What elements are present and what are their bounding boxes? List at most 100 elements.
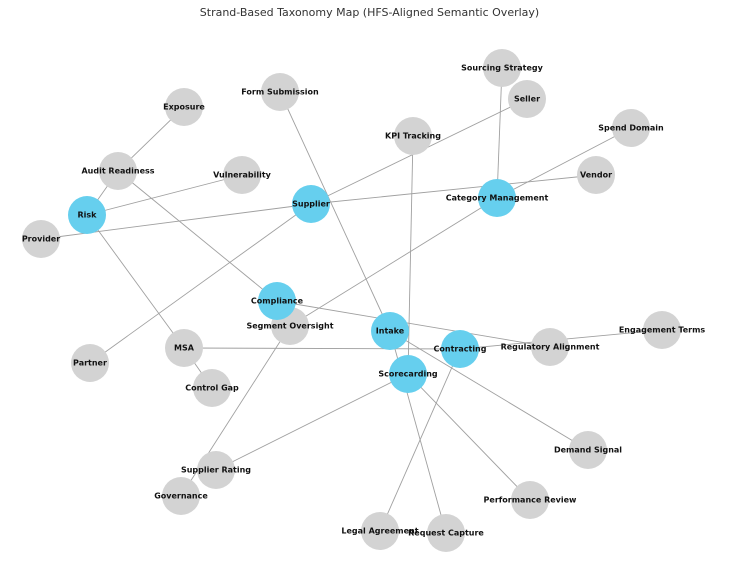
- node-label-provider: Provider: [22, 235, 60, 244]
- edge-form-submission-to-intake: [279, 91, 391, 332]
- node-circle: [165, 329, 203, 367]
- node-label-legal-agreement: Legal Agreement: [341, 527, 418, 536]
- node-demand-signal[interactable]: [569, 431, 607, 469]
- node-circle: [162, 477, 200, 515]
- node-label-spend-domain: Spend Domain: [598, 124, 664, 133]
- node-supplier[interactable]: [292, 185, 330, 223]
- edge-category-management-to-segment-oversight: [289, 197, 498, 327]
- node-performance-review[interactable]: [511, 481, 549, 519]
- node-circle: [427, 514, 465, 552]
- node-control-gap[interactable]: [193, 369, 231, 407]
- node-engagement-terms[interactable]: [643, 311, 681, 349]
- node-label-governance: Governance: [154, 492, 208, 501]
- node-label-sourcing-strategy: Sourcing Strategy: [461, 64, 543, 73]
- node-sourcing-strategy[interactable]: [483, 49, 521, 87]
- edge-supplier-to-partner: [89, 203, 312, 364]
- node-label-control-gap: Control Gap: [185, 384, 239, 393]
- edge-audit-readiness-to-compliance: [117, 170, 278, 302]
- node-label-supplier: Supplier: [292, 200, 330, 209]
- node-label-engagement-terms: Engagement Terms: [619, 326, 706, 335]
- edge-kpi-tracking-to-scorecarding: [407, 135, 414, 375]
- edge-msa-to-contracting: [183, 347, 461, 350]
- node-request-capture[interactable]: [427, 514, 465, 552]
- node-circle: [193, 369, 231, 407]
- node-label-msa: MSA: [174, 344, 195, 353]
- node-label-performance-review: Performance Review: [484, 496, 578, 505]
- node-label-compliance: Compliance: [251, 297, 304, 306]
- node-form-submission[interactable]: [261, 73, 299, 111]
- node-circle: [22, 220, 60, 258]
- node-intake[interactable]: [371, 312, 409, 350]
- node-governance[interactable]: [162, 477, 200, 515]
- node-category-management[interactable]: [478, 179, 516, 217]
- node-circle: [612, 109, 650, 147]
- node-circle: [261, 73, 299, 111]
- node-label-risk: Risk: [78, 211, 98, 220]
- node-label-contracting: Contracting: [434, 345, 487, 354]
- node-vulnerability[interactable]: [223, 156, 261, 194]
- node-circle: [223, 156, 261, 194]
- node-circle: [292, 185, 330, 223]
- edge-supplier-to-vendor: [310, 174, 597, 205]
- node-label-vulnerability: Vulnerability: [213, 171, 272, 180]
- node-circle: [394, 117, 432, 155]
- node-circle: [531, 328, 569, 366]
- node-label-audit-readiness: Audit Readiness: [81, 167, 154, 176]
- edge-scorecarding-to-supplier-rating: [215, 373, 409, 471]
- edge-compliance-to-regulatory-alignment: [276, 300, 551, 348]
- node-spend-domain[interactable]: [612, 109, 650, 147]
- node-exposure[interactable]: [165, 88, 203, 126]
- node-vendor[interactable]: [577, 156, 615, 194]
- node-supplier-rating[interactable]: [197, 451, 235, 489]
- edge-sourcing-strategy-to-category-management: [496, 67, 503, 199]
- node-provider[interactable]: [22, 220, 60, 258]
- node-circle: [577, 156, 615, 194]
- node-circle: [371, 312, 409, 350]
- node-circle: [478, 179, 516, 217]
- edge-risk-to-msa: [86, 214, 185, 349]
- node-regulatory-alignment[interactable]: [531, 328, 569, 366]
- node-msa[interactable]: [165, 329, 203, 367]
- node-contracting[interactable]: [441, 330, 479, 368]
- node-circle: [389, 355, 427, 393]
- diagram-title: Strand-Based Taxonomy Map (HFS-Aligned S…: [199, 6, 540, 19]
- node-seller[interactable]: [508, 80, 546, 118]
- node-circle: [258, 282, 296, 320]
- node-label-intake: Intake: [376, 327, 405, 336]
- node-circle: [71, 344, 109, 382]
- node-circle: [643, 311, 681, 349]
- node-circle: [197, 451, 235, 489]
- node-circle: [361, 512, 399, 550]
- edge-scorecarding-to-performance-review: [407, 373, 531, 501]
- node-circle: [483, 49, 521, 87]
- node-kpi-tracking[interactable]: [394, 117, 432, 155]
- node-risk[interactable]: [68, 196, 106, 234]
- node-audit-readiness[interactable]: [99, 152, 137, 190]
- node-compliance[interactable]: [258, 282, 296, 320]
- node-label-form-submission: Form Submission: [241, 88, 319, 97]
- node-legal-agreement[interactable]: [361, 512, 399, 550]
- node-circle: [441, 330, 479, 368]
- node-label-partner: Partner: [73, 359, 107, 368]
- node-partner[interactable]: [71, 344, 109, 382]
- node-circle: [68, 196, 106, 234]
- edge-contracting-to-legal-agreement: [379, 348, 461, 532]
- node-label-category-management: Category Management: [446, 194, 549, 203]
- node-label-request-capture: Request Capture: [408, 529, 484, 538]
- node-circle: [99, 152, 137, 190]
- node-circle: [511, 481, 549, 519]
- node-circle: [165, 88, 203, 126]
- edge-intake-to-demand-signal: [389, 330, 589, 451]
- node-label-segment-oversight: Segment Oversight: [246, 322, 333, 331]
- node-label-kpi-tracking: KPI Tracking: [385, 132, 441, 141]
- node-label-regulatory-alignment: Regulatory Alignment: [501, 343, 600, 352]
- node-circle: [569, 431, 607, 469]
- node-label-demand-signal: Demand Signal: [554, 446, 622, 455]
- node-label-scorecarding: Scorecarding: [378, 370, 438, 379]
- edge-layer: [40, 67, 663, 534]
- node-label-seller: Seller: [514, 95, 540, 104]
- node-scorecarding[interactable]: [389, 355, 427, 393]
- node-label-supplier-rating: Supplier Rating: [181, 466, 251, 475]
